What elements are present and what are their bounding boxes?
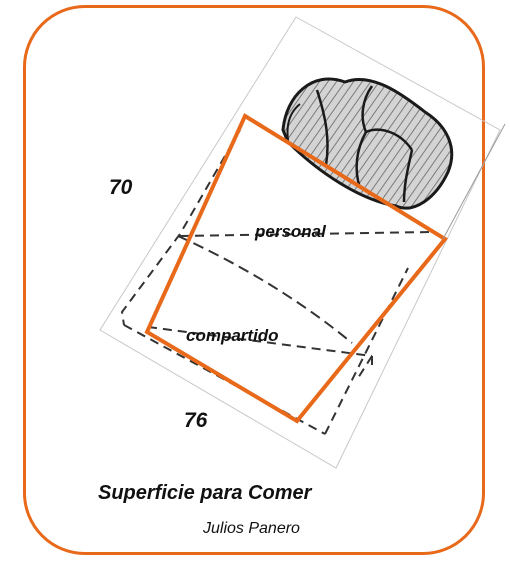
rounded-frame xyxy=(23,5,485,555)
dashed-table-outline xyxy=(120,129,433,435)
dimension-depth-label: 70 xyxy=(109,176,133,199)
figure-author: Julios Panero xyxy=(203,520,300,537)
eating-surface-outline xyxy=(144,113,448,424)
figure-title: Superficie para Comer xyxy=(98,482,312,504)
chair-icon xyxy=(281,77,454,210)
zone-shared-label: compartido xyxy=(186,326,279,345)
background-sheet xyxy=(99,16,501,469)
zone-divider xyxy=(177,235,353,344)
zone-personal-label: personal xyxy=(255,222,326,241)
leader-line xyxy=(442,123,506,240)
dimension-width-label: 76 xyxy=(184,409,208,432)
